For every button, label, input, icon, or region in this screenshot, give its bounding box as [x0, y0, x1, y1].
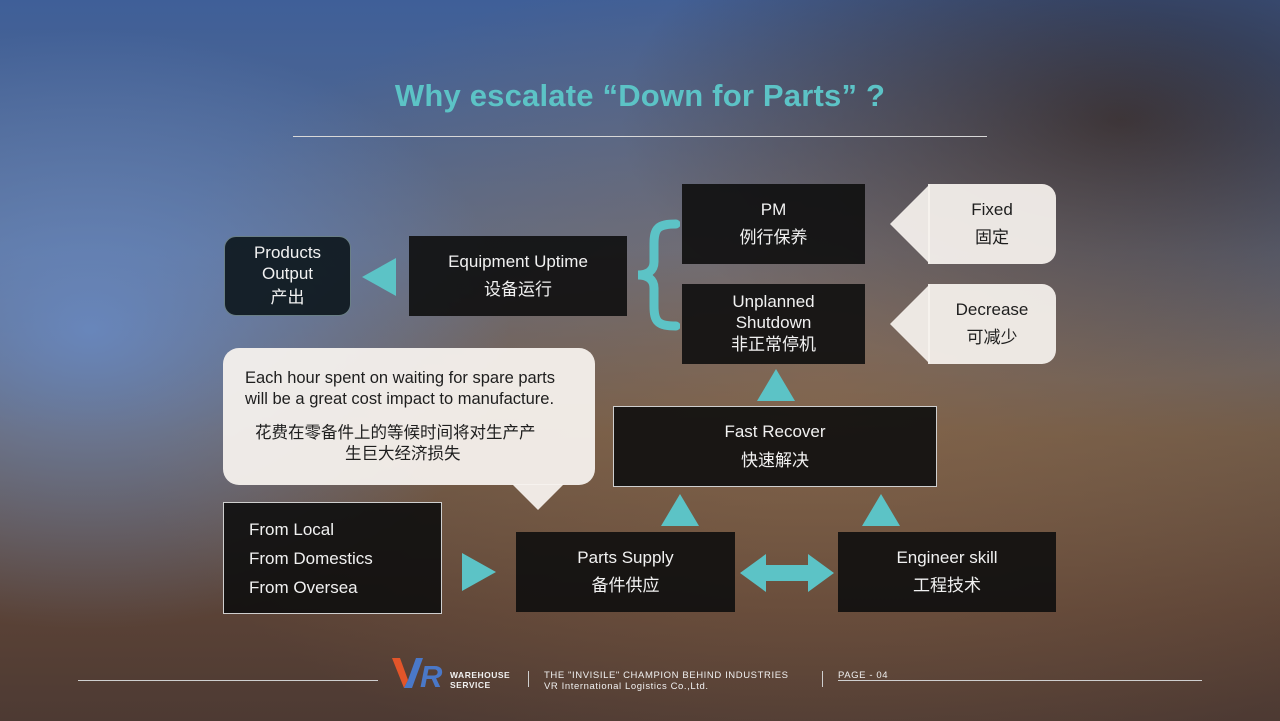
- cost-impact-bubble: Each hour spent on waiting for spare par…: [223, 348, 595, 485]
- decrease-callout: Decrease 可减少: [928, 284, 1056, 364]
- page-number: PAGE - 04: [838, 670, 889, 681]
- double-arrow-icon: [740, 554, 834, 592]
- bubble-en-line2: will be a great cost impact to manufactu…: [245, 389, 555, 408]
- unplanned-zh: 非正常停机: [731, 335, 816, 355]
- products-output-zh: 产出: [270, 288, 305, 308]
- footer-divider: [822, 671, 823, 687]
- logo-word-service: SERVICE: [450, 680, 491, 690]
- company-logo: R: [392, 656, 446, 695]
- equipment-uptime-node: Equipment Uptime 设备运行: [409, 236, 627, 316]
- decrease-callout-point: [890, 284, 930, 364]
- pm-node: PM 例行保养: [682, 184, 865, 264]
- parts-supply-node: Parts Supply 备件供应: [516, 532, 735, 612]
- unplanned-line1: Unplanned: [732, 292, 815, 312]
- engineer-skill-node: Engineer skill 工程技术: [838, 532, 1056, 612]
- source-local: From Local: [249, 519, 335, 539]
- fast-recover-en: Fast Recover: [724, 422, 826, 442]
- triangle-right-icon: [462, 553, 496, 591]
- parts-supply-zh: 备件供应: [591, 576, 660, 595]
- unplanned-shutdown-node: Unplanned Shutdown 非正常停机: [682, 284, 865, 364]
- footer-rule-left: [78, 680, 378, 681]
- equipment-uptime-zh: 设备运行: [484, 280, 552, 299]
- fixed-zh: 固定: [975, 228, 1009, 247]
- bubble-zh-line2: 生巨大经济损失: [345, 444, 461, 463]
- source-oversea: From Oversea: [249, 577, 358, 597]
- triangle-left-icon: [362, 258, 396, 296]
- parts-supply-en: Parts Supply: [577, 547, 674, 567]
- fast-recover-zh: 快速解决: [741, 450, 809, 470]
- fast-recover-node: Fast Recover 快速解决: [613, 406, 937, 487]
- footer-divider: [528, 671, 529, 687]
- equipment-uptime-en: Equipment Uptime: [448, 251, 588, 271]
- footer-company: VR International Logistics Co.,Ltd.: [544, 681, 709, 692]
- fixed-callout: Fixed 固定: [928, 184, 1056, 264]
- vr-logo-icon: R: [392, 658, 443, 694]
- decrease-en: Decrease: [955, 299, 1029, 319]
- bubble-en-line1: Each hour spent on waiting for spare par…: [245, 369, 556, 387]
- pm-zh: 例行保养: [739, 228, 808, 247]
- source-domestics: From Domestics: [249, 548, 373, 568]
- fixed-en: Fixed: [971, 199, 1013, 219]
- products-output-node: Products Output 产出: [224, 236, 351, 316]
- logo-letter-r: R: [420, 659, 443, 690]
- logo-word-warehouse: WAREHOUSE: [450, 670, 511, 680]
- footer-rule-right: [838, 680, 1202, 681]
- bubble-zh-line1: 花费在零备件上的等候时间将对生产产: [255, 424, 536, 443]
- triangle-up-icon: [862, 494, 900, 526]
- triangle-up-icon: [757, 369, 795, 401]
- triangle-up-icon: [661, 494, 699, 526]
- title-divider: [293, 136, 987, 137]
- parts-sources-node: From Local From Domestics From Oversea: [223, 502, 442, 614]
- left-curly-brace-icon: [637, 219, 680, 331]
- logo-wordmark: WAREHOUSE SERVICE: [450, 670, 510, 690]
- engineer-skill-zh: 工程技术: [913, 576, 981, 595]
- slide-title: Why escalate “Down for Parts” ?: [394, 78, 886, 113]
- bubble-tail: [512, 484, 564, 510]
- engineer-skill-en: Engineer skill: [896, 547, 998, 567]
- decrease-zh: 可减少: [966, 328, 1018, 347]
- footer-tagline: THE "INVISILE" CHAMPION BEHIND INDUSTRIE…: [544, 670, 789, 681]
- fixed-callout-point: [890, 184, 930, 264]
- products-output-line1: Products: [253, 243, 322, 263]
- products-output-line2: Output: [261, 263, 314, 283]
- pm-en: PM: [760, 199, 787, 219]
- unplanned-line2: Shutdown: [735, 312, 812, 332]
